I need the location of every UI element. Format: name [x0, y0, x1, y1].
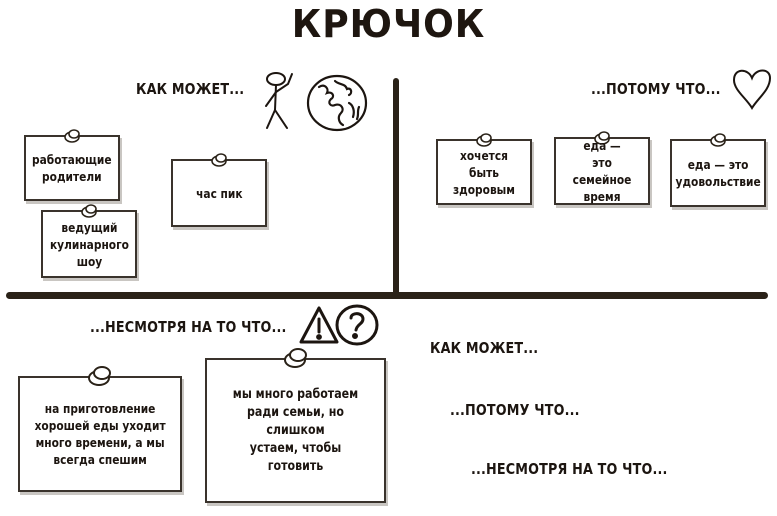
sticky-note[interactable]: работающие родители — [24, 129, 120, 201]
pushpin-icon — [81, 204, 97, 218]
heading-how-might: КАК МОЖЕТ... — [136, 80, 245, 98]
pushpin-icon — [710, 133, 726, 147]
bottom-line-how-might: КАК МОЖЕТ... — [430, 339, 539, 357]
sticky-note[interactable]: мы много работаем ради семьи, но слишком… — [205, 348, 386, 503]
note-text: мы много работаем ради семьи, но слишком… — [232, 386, 359, 474]
page-title: КРЮЧОК — [291, 2, 486, 46]
note-text: на приготовление хорошей еды уходит мног… — [34, 401, 166, 467]
sticky-note[interactable]: ведущий кулинарного шоу — [41, 204, 137, 278]
sticky-note[interactable]: хочется быть здоровым — [436, 133, 532, 205]
warning-icon — [298, 305, 340, 345]
horizontal-divider — [6, 292, 768, 299]
stick-figure-icon — [260, 70, 300, 132]
sticky-note[interactable]: на приготовление хорошей еды уходит мног… — [18, 366, 182, 492]
question-icon — [334, 303, 380, 347]
heart-icon — [730, 66, 774, 112]
pushpin-icon — [476, 133, 492, 147]
heading-despite: ...НЕСМОТРЯ НА ТО ЧТО... — [90, 318, 287, 336]
note-text: час пик — [195, 185, 243, 201]
note-text: еда — это семейное время — [572, 138, 632, 204]
note-text: еда — это удовольствие — [675, 157, 761, 189]
note-text: ведущий кулинарного шоу — [49, 219, 129, 269]
note-text: хочется быть здоровым — [453, 147, 515, 197]
sticky-note[interactable]: час пик — [171, 153, 267, 227]
pushpin-icon — [594, 131, 610, 145]
note-text: работающие родители — [32, 152, 112, 184]
vertical-divider — [393, 78, 399, 296]
heading-because: ...ПОТОМУ ЧТО... — [591, 80, 721, 98]
pushpin-icon — [88, 366, 111, 386]
pushpin-icon — [283, 348, 307, 368]
globe-icon — [305, 73, 369, 133]
sticky-note[interactable]: еда — это удовольствие — [670, 133, 766, 207]
bottom-line-despite: ...НЕСМОТРЯ НА ТО ЧТО... — [471, 460, 668, 478]
bottom-line-because: ...ПОТОМУ ЧТО... — [450, 401, 580, 419]
sticky-note[interactable]: еда — это семейное время — [554, 131, 650, 205]
pushpin-icon — [211, 153, 227, 167]
pushpin-icon — [64, 129, 80, 143]
